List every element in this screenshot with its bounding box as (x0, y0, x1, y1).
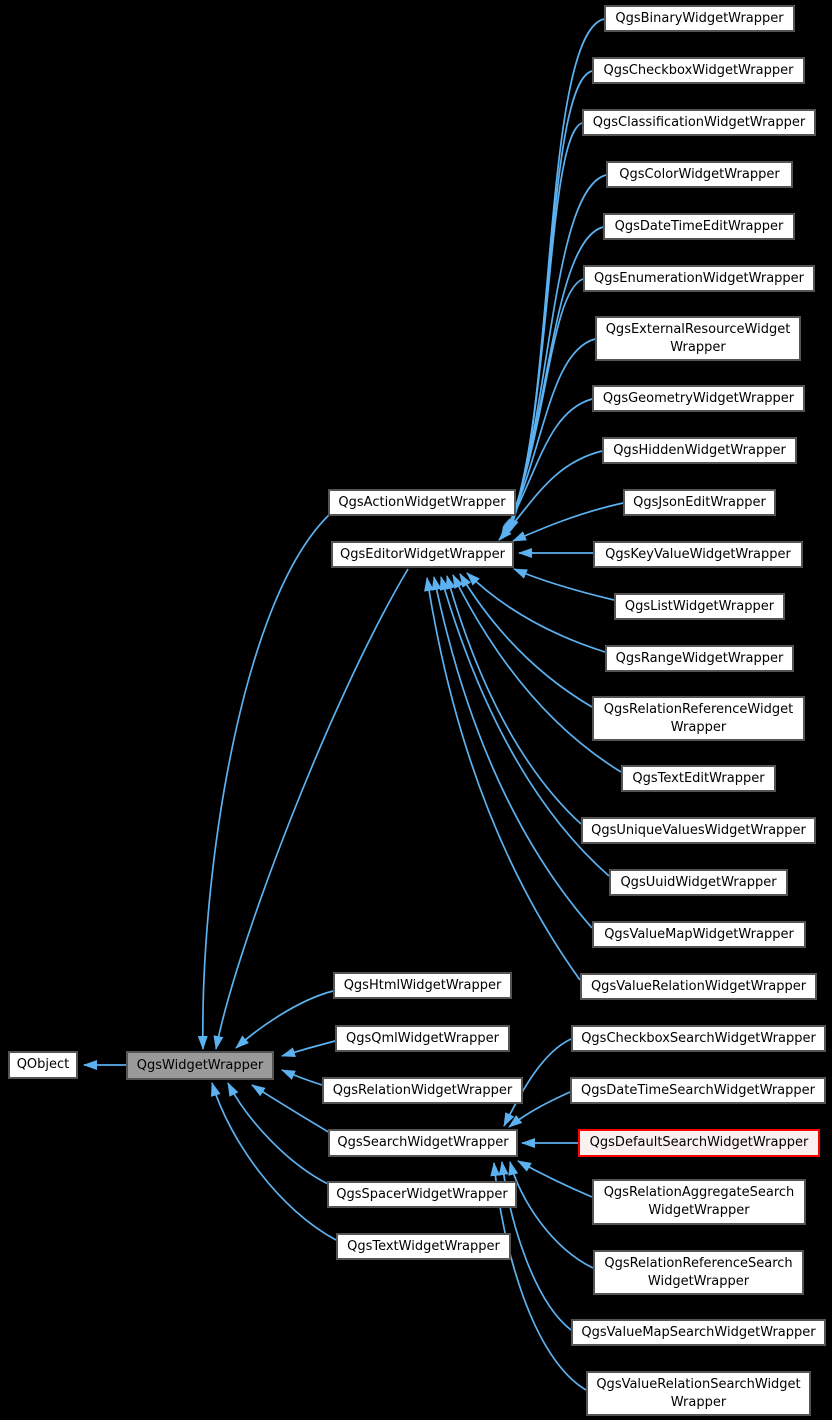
node-qgsvaluerelationwidgetwrapper[interactable]: QgsValueRelationWidgetWrapper (580, 973, 817, 1000)
edge-range-editor (466, 572, 606, 653)
node-qgsvaluerelationsearchwidgetwrapper[interactable]: QgsValueRelationSearchWidget Wrapper (586, 1371, 811, 1416)
node-qgsrelationwidgetwrapper[interactable]: QgsRelationWidgetWrapper (322, 1077, 523, 1104)
edge-relation-widgetwrapper (281, 1069, 323, 1086)
node-qgsexternalresourcewidgetwrapper[interactable]: QgsExternalResourceWidget Wrapper (595, 316, 801, 361)
node-qgswidgetwrapper: QgsWidgetWrapper (126, 1051, 274, 1080)
node-qgsrelationreferencewidgetwrapper[interactable]: QgsRelationReferenceWidget Wrapper (592, 696, 805, 741)
node-qgslistwidgetwrapper[interactable]: QgsListWidgetWrapper (614, 593, 785, 620)
node-qgstexteditwrapper[interactable]: QgsTextEditWrapper (621, 765, 776, 792)
node-qgsuuidwidgetwrapper[interactable]: QgsUuidWidgetWrapper (609, 869, 788, 896)
node-qgsrangewidgetwrapper[interactable]: QgsRangeWidgetWrapper (605, 645, 794, 672)
node-qgsuniquevalueswidgetwrapper[interactable]: QgsUniqueValuesWidgetWrapper (581, 817, 816, 844)
node-qgsjsoneditwrapper[interactable]: QgsJsonEditWrapper (623, 489, 776, 516)
edge-valuerelation-editor (424, 577, 581, 981)
edge-relationreference-editor (459, 573, 593, 708)
edge-editor-widgetwrapper (213, 568, 409, 1050)
node-qobject[interactable]: QObject (8, 1051, 78, 1079)
edge-geometry-editor (500, 398, 593, 540)
edge-color-editor (505, 174, 607, 536)
edge-relationreferencesearch-search (508, 1161, 594, 1269)
edge-textedit-editor (452, 574, 622, 773)
edge-uuid-editor (439, 576, 610, 877)
edge-jsonedit-editor (512, 502, 624, 542)
node-qgshiddenwidgetwrapper[interactable]: QgsHiddenWidgetWrapper (602, 437, 797, 464)
node-qgscheckboxsearchwidgetwrapper[interactable]: QgsCheckboxSearchWidgetWrapper (571, 1025, 826, 1052)
edge-enumeration-editor (503, 278, 584, 538)
node-qgsqmlwidgetwrapper[interactable]: QgsQmlWidgetWrapper (335, 1025, 510, 1052)
edge-text-widgetwrapper (211, 1082, 337, 1241)
edge-qml-widgetwrapper (281, 1040, 336, 1057)
edge-checkbox-editor (507, 70, 593, 534)
node-qgsspacerwidgetwrapper[interactable]: QgsSpacerWidgetWrapper (327, 1181, 517, 1208)
edge-hidden-editor (498, 450, 603, 541)
node-qgsenumerationwidgetwrapper[interactable]: QgsEnumerationWidgetWrapper (583, 265, 815, 292)
edge-action-widgetwrapper (197, 513, 331, 1050)
edge-uniquevalues-editor (445, 575, 582, 825)
node-qgscheckboxwidgetwrapper[interactable]: QgsCheckboxWidgetWrapper (592, 57, 805, 84)
node-qgsdefaultsearchwidgetwrapper[interactable]: QgsDefaultSearchWidgetWrapper (578, 1129, 820, 1157)
edge-valuemap-editor (431, 576, 593, 929)
node-qgstextwidgetwrapper[interactable]: QgsTextWidgetWrapper (336, 1233, 511, 1260)
node-qgsdatetimesearchwidgetwrapper[interactable]: QgsDateTimeSearchWidgetWrapper (570, 1077, 826, 1104)
node-qgseditorwidgetwrapper[interactable]: QgsEditorWidgetWrapper (331, 541, 514, 568)
node-qgsvaluemapwidgetwrapper[interactable]: QgsValueMapWidgetWrapper (592, 921, 806, 948)
edge-html-widgetwrapper (235, 990, 334, 1049)
edge-externalresource-editor (502, 338, 596, 539)
node-qgsgeometrywidgetwrapper[interactable]: QgsGeometryWidgetWrapper (592, 385, 805, 412)
node-qgskeyvaluewidgetwrapper[interactable]: QgsKeyValueWidgetWrapper (593, 541, 803, 568)
node-qgsclassificationwidgetwrapper[interactable]: QgsClassificationWidgetWrapper (582, 109, 816, 136)
edge-search-widgetwrapper (251, 1084, 331, 1134)
node-qgsdatetimeeditwrapper[interactable]: QgsDateTimeEditWrapper (603, 213, 795, 240)
node-qgscolorwidgetwrapper[interactable]: QgsColorWidgetWrapper (606, 161, 793, 188)
edge-spacer-widgetwrapper (227, 1082, 329, 1185)
edge-relationaggregatesearch-search (517, 1160, 593, 1198)
edge-list-editor (513, 568, 615, 601)
edge-checkboxsearch-search (503, 1038, 572, 1127)
edge-datetimesearch-search (508, 1091, 571, 1128)
node-qgshtmlwidgetwrapper[interactable]: QgsHtmlWidgetWrapper (333, 972, 512, 999)
node-qgsbinarywidgetwrapper[interactable]: QgsBinaryWidgetWrapper (604, 5, 795, 32)
node-qgsrelationreferencesearchwidgetwrapper[interactable]: QgsRelationReferenceSearch WidgetWrapper (593, 1250, 804, 1295)
node-qgsactionwidgetwrapper[interactable]: QgsActionWidgetWrapper (328, 489, 516, 516)
node-qgsvaluemapsearchwidgetwrapper[interactable]: QgsValueMapSearchWidgetWrapper (571, 1319, 826, 1346)
node-qgsrelationaggregatesearchwidgetwrapper[interactable]: QgsRelationAggregateSearch WidgetWrapper (592, 1179, 806, 1225)
edge-classification-editor (506, 122, 583, 535)
node-qgssearchwidgetwrapper[interactable]: QgsSearchWidgetWrapper (328, 1129, 518, 1157)
